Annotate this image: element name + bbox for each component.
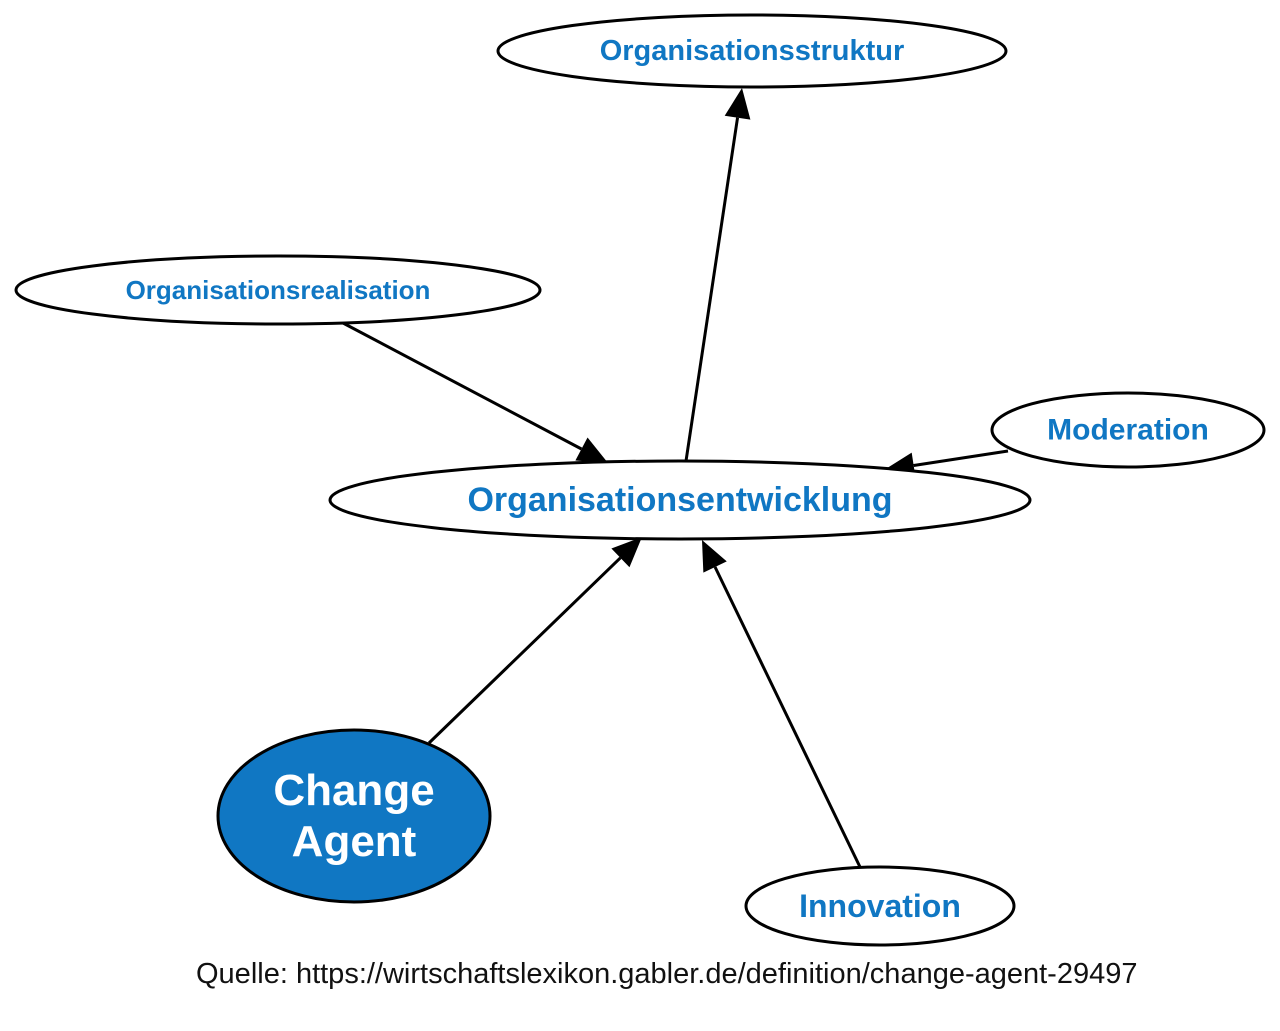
edges-layer bbox=[342, 88, 1009, 868]
node-organisationsstruktur[interactable]: Organisationsstruktur bbox=[496, 13, 1008, 89]
arrowhead-icon bbox=[702, 540, 727, 573]
node-label: Innovation bbox=[799, 888, 961, 924]
node-ellipse bbox=[496, 13, 1008, 89]
node-organisationsentwicklung[interactable]: Organisationsentwicklung bbox=[328, 459, 1032, 541]
edge-line bbox=[713, 566, 862, 868]
arrowhead-icon bbox=[575, 437, 608, 463]
node-label: Organisationsentwicklung bbox=[467, 481, 892, 519]
node-moderation[interactable]: Moderation bbox=[990, 391, 1266, 469]
edge-line bbox=[342, 321, 583, 451]
node-organisationsrealisation[interactable]: Organisationsrealisation bbox=[14, 254, 542, 326]
node-innovation[interactable]: Innovation bbox=[744, 865, 1016, 947]
arrowhead-icon bbox=[611, 537, 642, 568]
node-label: Agent bbox=[292, 817, 417, 866]
edge-organisationsentwicklung-to-organisationsstruktur bbox=[684, 88, 751, 462]
edge-line bbox=[684, 117, 740, 462]
arrowhead-icon bbox=[724, 88, 751, 120]
source-caption: Quelle: https://wirtschaftslexikon.gable… bbox=[196, 958, 1138, 990]
node-ellipse bbox=[990, 391, 1266, 469]
node-ellipse bbox=[216, 728, 492, 904]
edge-line bbox=[913, 449, 1009, 467]
node-ellipse bbox=[744, 865, 1016, 947]
edge-organisationsrealisation-to-organisationsentwicklung bbox=[342, 321, 608, 463]
node-ellipse bbox=[328, 459, 1032, 541]
nodes-layer: OrganisationsstrukturOrganisationsrealis… bbox=[14, 13, 1266, 947]
node-ellipse bbox=[14, 254, 542, 326]
node-label: Organisationsstruktur bbox=[600, 35, 905, 67]
edge-innovation-to-organisationsentwicklung bbox=[702, 540, 862, 868]
node-label: Change bbox=[273, 766, 434, 815]
node-label: Moderation bbox=[1047, 414, 1209, 447]
edge-line bbox=[427, 556, 622, 745]
node-label: Organisationsrealisation bbox=[126, 275, 431, 305]
edge-change-agent-to-organisationsentwicklung bbox=[427, 537, 642, 745]
